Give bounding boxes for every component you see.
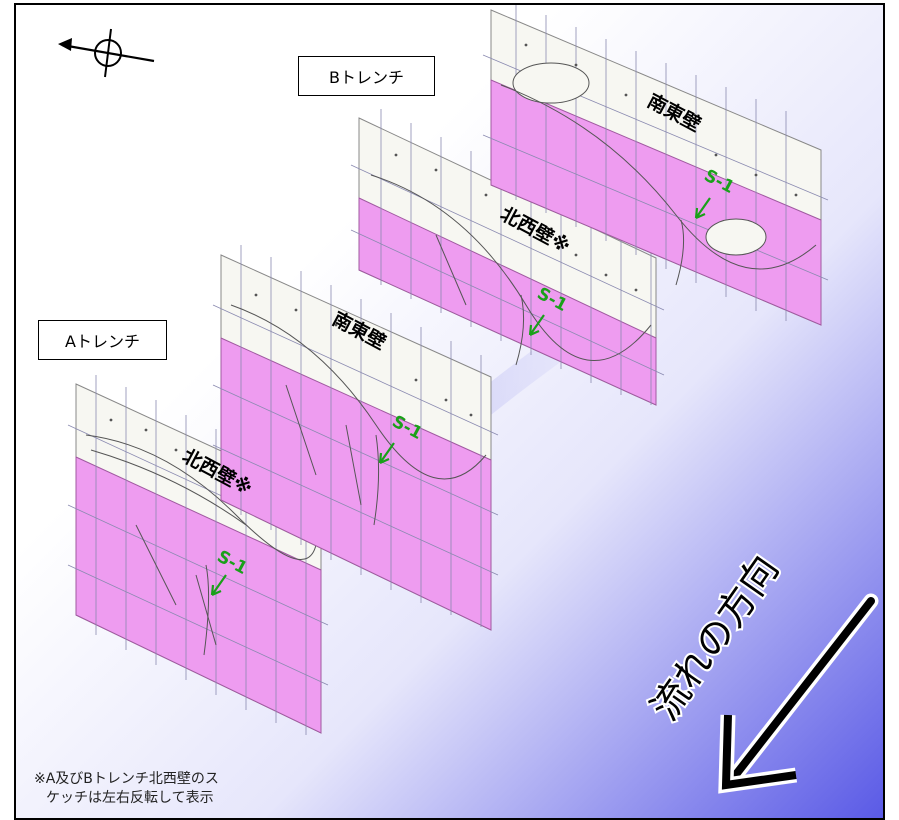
figure-frame: 北西壁※ 南東壁 北西壁※ 南東壁 S-1 S-1 S-1 S-1 流れの方向 … [14,3,885,820]
footnote-line-2: ケッチは左右反転して表示 [46,790,214,806]
fault-arrow-a-northwest [210,574,227,597]
trench-b-label: Bトレンチ [298,56,435,96]
fault-arrow-a-southeast [378,442,395,465]
fault-arrow-b-southeast [694,197,711,220]
trench-diagram: 北西壁※ 南東壁 北西壁※ 南東壁 S-1 S-1 S-1 S-1 流れの方向 [16,5,883,818]
panel-b-southeast [482,5,829,326]
fault-arrow-b-northwest [528,314,545,337]
trench-a-label: Aトレンチ [38,320,167,360]
flow-arrow-icon [718,593,879,794]
north-arrow-icon [58,28,155,78]
footnote-line-1: ※A及びBトレンチ北西壁のス [34,771,219,787]
panel-a-southeast [212,245,499,631]
footnote: ※A及びBトレンチ北西壁のス ケッチは左右反転して表示 [34,770,219,808]
fault-arrows [210,197,711,597]
